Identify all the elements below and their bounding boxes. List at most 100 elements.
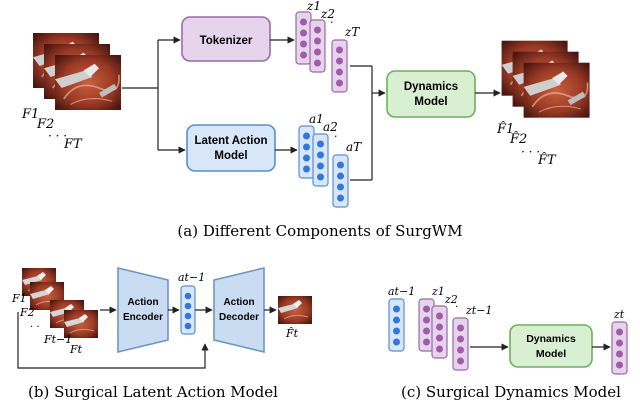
tokenizer-box (181, 16, 271, 62)
caption-a: (a) Different Components of SurgWM (177, 222, 462, 240)
tokenizer-label: Tokenizer (200, 35, 253, 47)
action-dot (303, 154, 310, 162)
token-dot (314, 48, 321, 56)
c-dynamics-label-line2: Model (536, 348, 566, 360)
b-frame-label-1: F1 (11, 292, 27, 305)
token-dot (457, 335, 464, 343)
action-col-t (332, 154, 349, 208)
c-output-token (611, 321, 628, 375)
action-col-2 (312, 133, 329, 187)
token-dot (457, 324, 464, 332)
action-dot (184, 302, 192, 310)
c-output-label: zt (613, 308, 625, 321)
token-dot (423, 338, 430, 346)
b-action-label: at−1 (178, 271, 205, 284)
action-dot (393, 327, 400, 335)
input-frame-label-2: F2 (36, 117, 54, 132)
token-ellipsis: · (330, 16, 334, 29)
token-label-t: zT (344, 25, 360, 39)
caption-c: (c) Surgical Dynamics Model (401, 383, 621, 401)
c-token-ellipsis: · (455, 302, 458, 313)
output-frame-label-t: F̂T (537, 152, 557, 168)
action-dot (393, 316, 400, 324)
b-frame-label-t: Ft (69, 343, 83, 356)
action-dot (317, 140, 324, 148)
action-dot (303, 132, 310, 140)
input-frame-stack (32, 32, 122, 111)
token-dot (616, 350, 623, 358)
input-frame-ellipsis: · · · (48, 129, 67, 143)
b-frame-label-2: F2 (19, 306, 35, 319)
token-dot (423, 316, 430, 324)
encoder-label-line2: Encoder (123, 312, 163, 323)
c-token-col-t1 (452, 317, 469, 371)
action-columns (298, 125, 349, 208)
c-token-col-2 (431, 305, 448, 359)
token-col-t (331, 39, 348, 93)
token-dot (336, 57, 343, 65)
output-frame-3 (522, 61, 591, 119)
token-label-1: z1 (306, 0, 321, 13)
c-dynamics-model-box (509, 324, 593, 368)
token-dot (300, 40, 307, 48)
output-frame-label-2: F̂2 (509, 131, 527, 147)
input-frame-3 (54, 54, 122, 111)
dynamics-model-box (386, 70, 476, 118)
action-decoder (213, 266, 265, 354)
token-dot (423, 327, 430, 335)
decoder-label-line2: Decoder (219, 312, 259, 323)
token-dot (423, 305, 430, 313)
action-label-2: a2 (323, 120, 338, 134)
token-dot (336, 46, 343, 54)
b-output-frame (277, 295, 313, 325)
latent-action-model-box (186, 124, 276, 172)
action-label-t: aT (346, 140, 362, 154)
output-frame-ellipsis: · · · (521, 145, 540, 159)
b-output-label: F̂t (285, 327, 299, 340)
c-token-label-t1: zt−1 (465, 304, 492, 317)
action-dot (184, 322, 192, 330)
c-token-label-1: z1 (431, 285, 445, 298)
token-dot (616, 328, 623, 336)
token-dot (336, 79, 343, 87)
token-dot (457, 346, 464, 354)
panel-a: F1 F2 · · · FT Tokenizer (21, 0, 591, 240)
token-dot (616, 339, 623, 347)
input-frame-label-t: FT (63, 137, 83, 152)
action-dot (337, 183, 344, 191)
token-dot (436, 345, 443, 353)
b-feedback-arrow (17, 312, 209, 369)
panel-b: F1 F2 · · Ft−1 Ft Action Encoder at−1 Ac… (11, 266, 313, 401)
token-col-2 (309, 19, 326, 73)
c-token-label-2: z2 (444, 293, 458, 306)
token-dot (616, 361, 623, 369)
action-dot (317, 151, 324, 159)
action-dot (337, 161, 344, 169)
token-dot (314, 26, 321, 34)
token-dot (457, 357, 464, 365)
output-frame-label-1: F̂1 (496, 121, 514, 137)
token-dot (436, 312, 443, 320)
action-encoder (117, 266, 169, 354)
token-dot (436, 334, 443, 342)
c-action-vector (388, 298, 405, 352)
lam-label-line1: Latent Action (194, 135, 267, 147)
action-label-1: a1 (309, 112, 324, 126)
b-frame-ellipsis: · · (30, 322, 40, 333)
action-dot (337, 194, 344, 202)
token-columns (295, 11, 348, 93)
action-dot (317, 173, 324, 181)
caption-b: (b) Surgical Latent Action Model (28, 383, 278, 401)
c-action-label: at−1 (388, 285, 415, 298)
action-dot (393, 338, 400, 346)
dynamics-label-line1: Dynamics (404, 81, 458, 93)
action-dot (184, 292, 192, 300)
action-ellipsis: · (334, 130, 338, 143)
action-dot (317, 162, 324, 170)
token-dot (300, 29, 307, 37)
output-frame-stack (500, 39, 591, 119)
dynamics-label-line2: Model (414, 96, 447, 108)
action-dot (184, 312, 192, 320)
token-dot (336, 68, 343, 76)
